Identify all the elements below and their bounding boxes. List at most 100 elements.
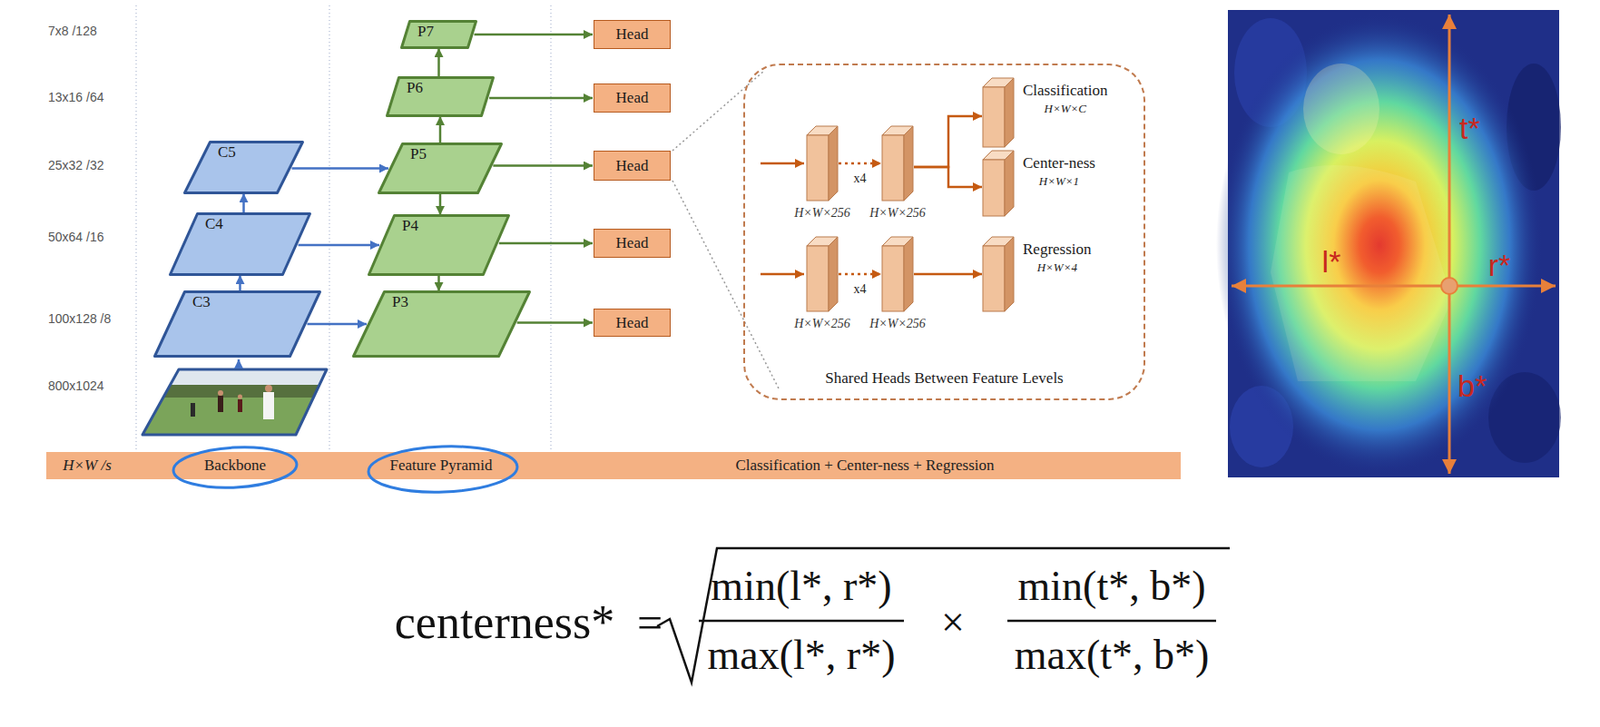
formula-sign: × [941,601,965,644]
tensor-shape: H×W×256 [794,206,851,221]
head-box: Head [593,83,671,113]
feature-block: H×W×256 [882,236,913,312]
feature-block: H×W×256 [806,126,838,201]
formula-strokes [657,548,1230,683]
distance-label: t* [1459,112,1481,144]
leader-line [672,180,779,389]
head-box: Head [593,228,671,258]
level-name: C5 [217,143,236,162]
stage-label: Feature Pyramid [390,456,493,475]
divider-line [136,5,138,452]
output-block: Center-nessH×W×1 [982,150,1014,216]
slab-side [828,236,838,312]
box-arrow-horizontal [1231,284,1556,288]
parallelogram-shape [402,21,477,49]
panel-caption: Shared Heads Between Feature Levels [745,369,1144,388]
child-body [1270,165,1453,382]
connector-arrow [913,273,982,276]
image-player [237,394,243,400]
sqrt-sign [657,548,1230,683]
head-leader-lines [672,70,779,389]
output-name: Center-ness [1022,154,1096,173]
head-label: Head [616,25,649,44]
formula-term: max(t*, b*) [1014,634,1210,677]
pyramid-level: P6 [385,76,495,118]
parallelogram-shape [185,142,304,194]
connector-arrow [499,242,593,246]
heatmap [1216,13,1543,477]
backbone-stage: C5 [183,140,305,195]
image-player [263,392,275,420]
slab-side [903,126,913,201]
connector-arrow [439,116,442,144]
tensor-slab [982,150,1014,216]
head-label: Head [616,88,649,108]
stage-label: H×W /s [62,456,112,475]
output-block: ClassificationH×W×C [982,78,1014,148]
pyramid-level: P4 [367,214,511,276]
head-box: Head [593,150,671,181]
tensor-shape: H×W×256 [794,316,851,332]
parallelogram-outline [377,142,503,195]
divider-line [329,5,331,452]
parallelogram-outline [367,214,511,276]
input-image [136,359,336,439]
backbone-stage: C4 [168,212,312,276]
parallelogram-shape [387,78,494,117]
head-label: Head [616,314,649,333]
connector-arrow [307,323,368,326]
parallelogram-shape [155,292,321,357]
tensor-shape: H×W×256 [869,206,926,221]
feature-block: H×W×256 [806,236,838,312]
parallelogram-outline [183,140,305,195]
connector-arrow [474,33,594,37]
hand-circle [367,443,519,495]
head-box: Head [593,19,671,50]
head-label: Head [616,234,649,253]
connector-arrow [292,166,389,170]
slab-front [806,135,829,201]
connector-arrow [492,164,593,167]
parallelogram-outline [385,76,495,118]
head-box: Head [593,308,671,337]
connector-arrow [838,162,882,166]
divider-line [550,5,552,452]
pyramid-level: P3 [352,290,531,358]
head-label: Head [616,157,649,176]
output-name: Regression [1022,240,1092,259]
leader-line [672,70,765,151]
image-player [265,384,273,393]
parallelogram-outline [352,290,531,358]
image-player [217,395,224,413]
parallelogram-outline [168,212,312,276]
connector-arrow [437,48,441,78]
connector-arrow [913,116,982,167]
stage-label: Backbone [204,456,266,475]
image-player [237,399,243,413]
slab-front [982,159,1005,216]
slab-front [882,245,904,312]
feature-size: 100x128 /8 [48,312,111,325]
level-name: P3 [392,293,409,312]
input-arrow [760,162,805,166]
level-name: C3 [192,293,211,312]
distance-label: r* [1488,249,1512,281]
connector-arrow [437,274,441,292]
formula-term: max(l*, r*) [707,634,896,677]
parallelogram-shape [369,215,510,275]
level-name: P4 [402,216,419,236]
connector-arrow [838,273,882,276]
hand-circle [172,443,298,491]
tensor-slab [882,236,913,312]
parallelogram-shape [170,214,311,275]
tensor-slab [882,126,913,201]
tensor-shape: H×W×C [1044,101,1087,117]
input-arrow [760,273,805,276]
tensor-shape: H×W×1 [1039,174,1080,189]
slab-side [1004,236,1014,312]
